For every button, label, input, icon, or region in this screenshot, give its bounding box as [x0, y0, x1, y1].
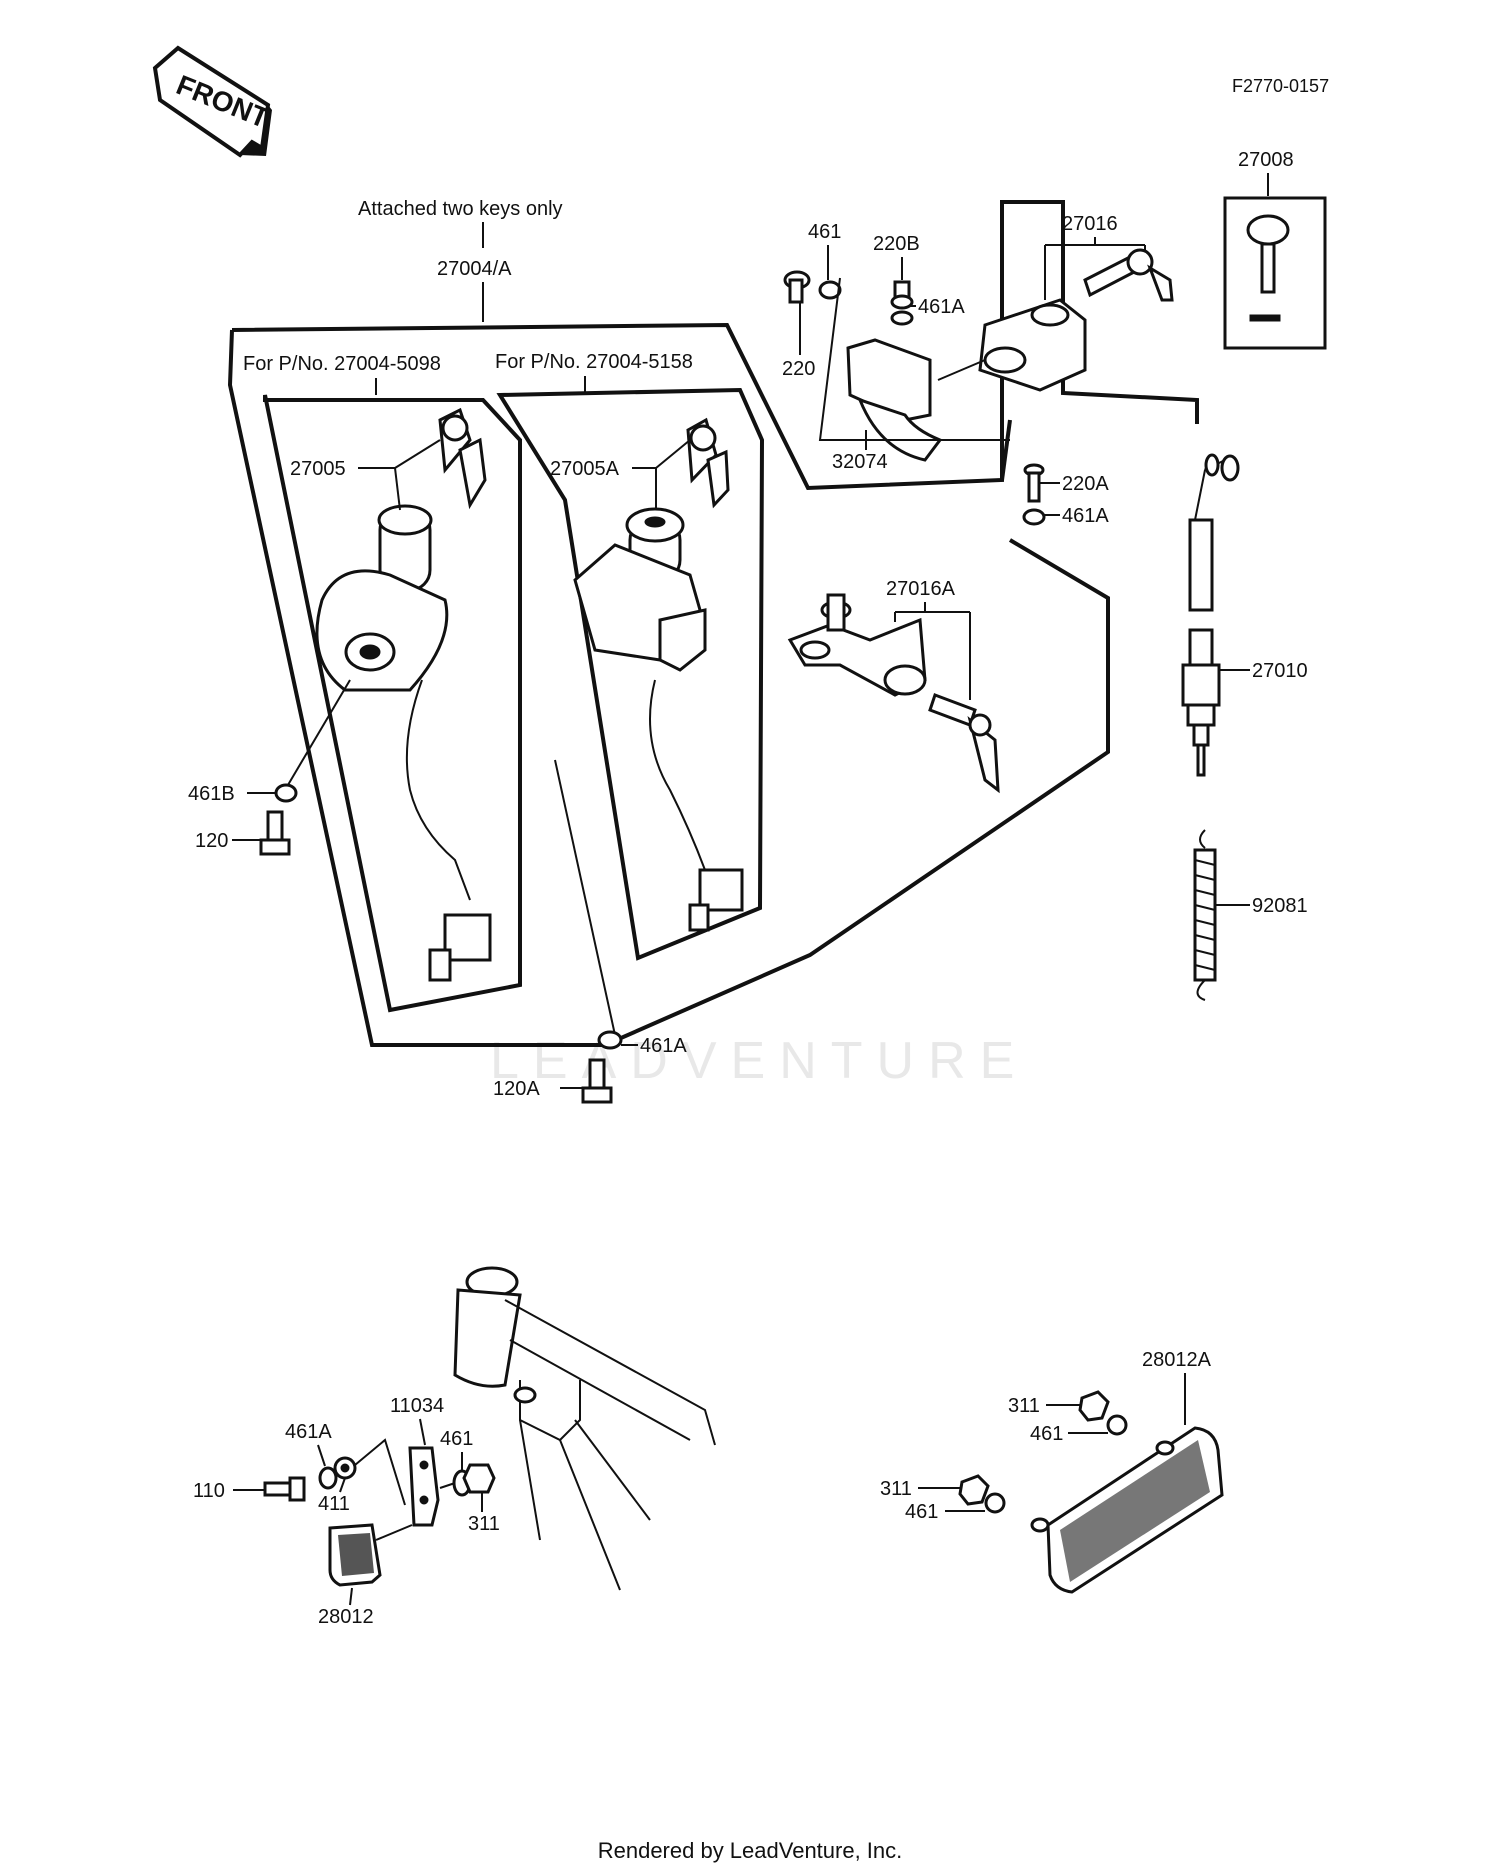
callout-461A-mid: 461A: [1062, 505, 1109, 527]
callout-461-top: 461: [808, 221, 841, 243]
bolt-120A-icon: [581, 1058, 613, 1104]
keys-27016A-icon: [928, 693, 1000, 794]
bracket-32074-icon: [846, 338, 943, 462]
callout-27005A: 27005A: [550, 458, 620, 480]
callout-27016: 27016: [1062, 213, 1118, 235]
nut-311-r1-icon: [1078, 1390, 1110, 1422]
callout-311-r1: 311: [1008, 1395, 1040, 1417]
ignition-switch-27005A: [573, 507, 744, 932]
washer-461A-lb-icon: [318, 1466, 338, 1490]
washer-461-r2-icon: [984, 1492, 1006, 1514]
callout-311-lb: 311: [468, 1513, 500, 1535]
reflector-28012A-icon: [1030, 1426, 1224, 1594]
callout-220: 220: [782, 358, 815, 380]
callout-461A-lb: 461A: [285, 1421, 332, 1443]
washer-461-r1-icon: [1106, 1414, 1128, 1436]
nut-311-r2-icon: [958, 1474, 990, 1506]
callout-92081: 92081: [1252, 895, 1308, 917]
callout-461A-low: 461A: [640, 1035, 687, 1057]
kit-outline-top: [231, 200, 1199, 491]
front-arrow-icon: FRONT: [152, 45, 273, 158]
bracket-11034-icon: [408, 1446, 440, 1527]
callout-461-r1: 461: [1030, 1423, 1063, 1445]
screw-220B-icon: [890, 280, 914, 310]
callout-220B: 220B: [873, 233, 920, 255]
callout-411: 411: [318, 1493, 350, 1515]
callout-461-lb: 461: [440, 1428, 473, 1450]
callout-27008: 27008: [1238, 149, 1294, 171]
brake-switch-27010: [1181, 453, 1240, 777]
callout-120A: 120A: [493, 1078, 540, 1100]
footer-credit: Rendered by LeadVenture, Inc.: [597, 1838, 903, 1863]
drawing-number: F2770-0157: [1232, 76, 1329, 96]
screw-220A-icon: [1023, 463, 1045, 503]
callout-27010: 27010: [1252, 660, 1308, 682]
keys-27016-icon: [1083, 248, 1174, 302]
keys-27005-icon: [438, 407, 487, 510]
watermark-text: LEADVENTURE: [490, 1032, 1028, 1090]
ignition-switch-27016A: [787, 593, 927, 697]
washer-461B-icon: [274, 783, 298, 803]
callout-220A: 220A: [1062, 473, 1109, 495]
frame-head-tube: [453, 1266, 716, 1591]
keys-27005A-icon: [686, 417, 730, 509]
callout-32074: 32074: [832, 451, 888, 473]
callout-461B: 461B: [188, 783, 235, 805]
washer-461A-low-icon: [597, 1030, 623, 1050]
panel-27004-5158: [496, 387, 765, 961]
callout-27016A: 27016A: [886, 578, 956, 600]
panel-27004-5098: [263, 394, 522, 1013]
label-kit-number: 27004/A: [437, 258, 512, 280]
washer-461-top-icon: [818, 280, 842, 300]
callout-461A-top: 461A: [918, 296, 965, 318]
callout-27005: 27005: [290, 458, 346, 480]
callout-120: 120: [195, 830, 228, 852]
callout-28012: 28012: [318, 1606, 374, 1628]
washer-411-icon: [333, 1456, 357, 1480]
callout-461-r2: 461: [905, 1501, 938, 1523]
callout-28012A: 28012A: [1142, 1349, 1212, 1371]
washer-461A-top-icon: [890, 310, 914, 326]
note-attached-keys: Attached two keys only: [358, 198, 563, 220]
callout-110: 110: [193, 1480, 225, 1502]
nut-311-lb-icon: [462, 1463, 496, 1494]
reflector-28012-icon: [328, 1523, 382, 1587]
bolt-120-icon: [259, 810, 291, 856]
bolt-110-icon: [263, 1476, 306, 1502]
washer-461A-mid-icon: [1022, 508, 1046, 526]
label-for-pn-2: For P/No. 27004-5158: [495, 351, 693, 373]
ignition-switch-27016: [978, 298, 1087, 392]
callout-311-r2: 311: [880, 1478, 912, 1500]
spring-92081-icon: [1193, 829, 1217, 1001]
ignition-switch-27005: [315, 504, 492, 982]
kit-outline-main: [227, 329, 1110, 1047]
callout-11034: 11034: [390, 1395, 444, 1417]
screw-220-icon: [783, 270, 811, 304]
label-for-pn-1: For P/No. 27004-5098: [243, 353, 441, 375]
key-27008-icon: [1246, 214, 1290, 322]
